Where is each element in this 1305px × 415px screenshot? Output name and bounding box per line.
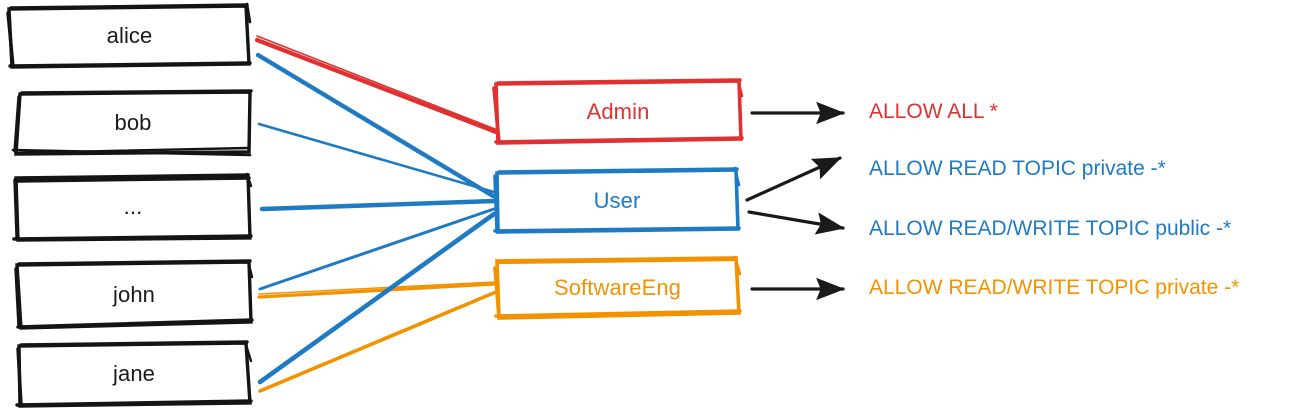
user-node-label: john [113, 281, 155, 307]
user-node-more[interactable]: ... [14, 174, 252, 240]
user-node-john[interactable]: john [15, 261, 253, 328]
user-node-jane[interactable]: jane [16, 342, 252, 406]
role-node-user[interactable]: User [495, 169, 739, 232]
role-node-label: SoftwareEng [553, 274, 682, 300]
permission-text: ALLOW READ/WRITE TOPIC public -* [869, 217, 1232, 240]
role-box-outline-softwareeng [493, 255, 742, 320]
permission-text: ALLOW READ/WRITE TOPIC private -* [869, 276, 1240, 299]
arrow-user-to-perm-read-private [745, 156, 842, 202]
permission-text: ALLOW READ TOPIC private -* [869, 157, 1166, 180]
link-jane-softwareeng [258, 290, 498, 393]
role-box-outline-user [493, 166, 741, 234]
link-jane-user [257, 211, 497, 385]
arrow-user-to-perm-readwrite-public [747, 210, 845, 235]
role-node-label: User [593, 187, 641, 213]
user-node-label: alice [106, 23, 153, 48]
link-more-user [259, 198, 497, 212]
permission-label-readwrite-public: ALLOW READ/WRITE TOPIC public -* [869, 218, 1231, 239]
user-box-outline-john [14, 259, 254, 330]
permission-label-read-private: ALLOW READ TOPIC private -* [869, 158, 1166, 179]
user-node-alice[interactable]: alice [8, 5, 251, 67]
user-node-label: bob [114, 110, 152, 135]
link-bob-user [257, 122, 496, 194]
user-node-label: jane [113, 361, 155, 386]
role-box-outline-admin [492, 78, 744, 145]
permission-label-allow-all: ALLOW ALL * [869, 101, 998, 122]
user-box-outline-jane [15, 340, 253, 408]
user-node-bob[interactable]: bob [14, 91, 252, 155]
role-node-admin[interactable]: Admin [494, 80, 742, 143]
role-node-label: Admin [586, 98, 650, 124]
link-alice-user [255, 52, 496, 199]
user-box-outline-alice [6, 2, 252, 69]
permission-label-readwrite-private: ALLOW READ/WRITE TOPIC private -* [869, 277, 1239, 298]
permission-text: ALLOW ALL * [869, 100, 998, 123]
link-john-softwareeng [257, 281, 497, 299]
user-node-label: ... [123, 194, 143, 219]
user-box-outline-more [12, 172, 253, 242]
user-box-outline-bob [11, 89, 253, 157]
link-john-user [258, 207, 496, 291]
role-node-softwareeng[interactable]: SoftwareEng [495, 257, 740, 318]
link-alice-admin [254, 35, 499, 135]
